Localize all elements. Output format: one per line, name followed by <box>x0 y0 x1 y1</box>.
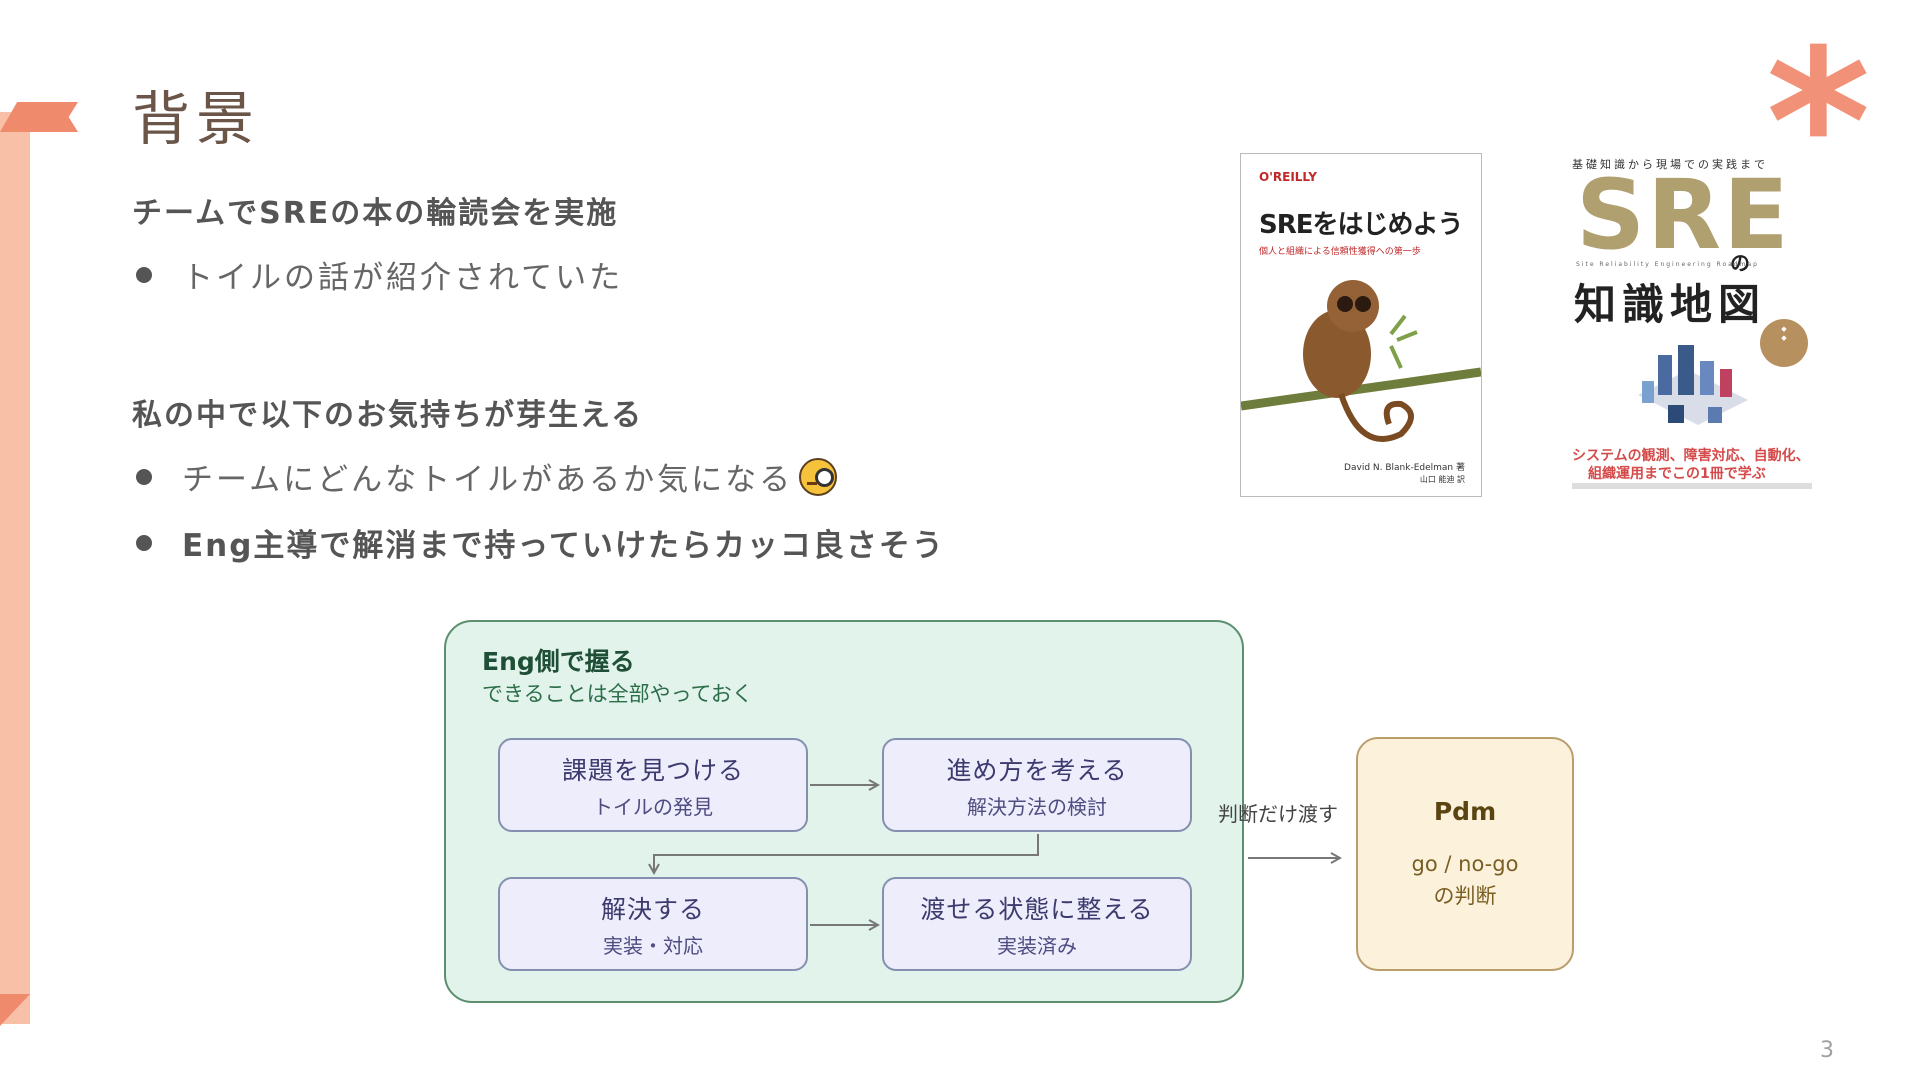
step-plan-approach: 進め方を考える 解決方法の検討 <box>882 738 1192 832</box>
bullet-text: Eng主導で解消まで持っていけたらカッコ良さそう <box>182 528 945 564</box>
isometric-city-illustration-icon <box>1638 345 1748 425</box>
book-fine-print <box>1572 483 1812 489</box>
book-cover-sre-chishiki-chizu: 基礎知識から現場での実践まで SRE の Site Reliability En… <box>1568 153 1816 495</box>
step-solve: 解決する 実装・対応 <box>498 877 808 971</box>
section2-bullet-1: チームにどんなトイルがあるか気になる <box>136 454 838 499</box>
bullet-text: トイルの話が紹介されていた <box>182 260 624 296</box>
book-catch-line-1: システムの観測、障害対応、自動化、 <box>1572 448 1810 464</box>
arrow-plan-to-solve <box>654 834 1039 873</box>
book-cover-sre-hajimeyou: O'REILLY SREをはじめよう 個人と組織による信頼性獲得への第一歩 Da… <box>1240 153 1482 497</box>
pdm-title: Pdm <box>1433 796 1497 826</box>
book-roadmap-caption: Site Reliability Engineering Roadmap <box>1576 261 1759 268</box>
step-label: 渡せる状態に整える <box>920 894 1154 924</box>
section2-bullet-2: Eng主導で解消まで持っていけたらカッコ良さそう <box>136 520 945 565</box>
book-title-particle: の <box>1730 251 1750 275</box>
step-find-issue: 課題を見つける トイルの発見 <box>498 738 808 832</box>
bullet-text: チームにどんなトイルがあるか気になる <box>182 462 794 498</box>
step-sub-label: 実装・対応 <box>603 933 703 958</box>
eng-group-subtitle: できることは全部やっておく <box>482 682 753 706</box>
pdm-decision-line-1: go / no-go <box>1411 851 1519 876</box>
step-label: 課題を見つける <box>561 755 744 785</box>
section2-heading: 私の中で以下のお気持ちが芽生える <box>132 398 644 433</box>
bullet-dot-icon <box>136 468 152 485</box>
step-sub-label: 解決方法の検討 <box>967 794 1107 819</box>
step-sub-label: 実装済み <box>997 933 1077 958</box>
step-label: 進め方を考える <box>946 755 1128 785</box>
step-label: 解決する <box>600 894 705 924</box>
tarsier-illustration-icon <box>1241 280 1481 442</box>
bullet-dot-icon <box>136 534 152 551</box>
pdm-decision-line-2: の判断 <box>1433 883 1497 908</box>
section1-heading: チームでSREの本の輪読会を実施 <box>132 196 619 231</box>
book-translator: 山口 能迪 訳 <box>1419 475 1465 484</box>
left-accent-bar <box>0 112 30 1024</box>
publisher-logo: O'REILLY <box>1259 170 1317 184</box>
book-author: David N. Blank-Edelman 著 <box>1344 463 1465 473</box>
book-subtitle: 個人と組織による信頼性獲得への第一歩 <box>1259 247 1421 257</box>
book-title-sre: SRE <box>1576 159 1791 271</box>
book-catch-line-2: 組織運用までこの1冊で学ぶ <box>1588 466 1766 482</box>
book-tagline: 基礎知識から現場での実践まで <box>1572 158 1768 171</box>
book-title: SREをはじめよう <box>1259 210 1464 240</box>
book-badge-icon: ◆◆ <box>1760 319 1808 367</box>
bullet-dot-icon <box>136 266 152 283</box>
page-number: 3 <box>1820 1038 1834 1063</box>
book-title-chizu: 知識地図 <box>1574 280 1767 329</box>
slide-title: 背景 <box>132 85 261 153</box>
section1-bullet-1: トイルの話が紹介されていた <box>136 252 623 297</box>
step-prepare-handoff: 渡せる状態に整える 実装済み <box>882 877 1192 971</box>
step-sub-label: トイルの発見 <box>593 794 713 819</box>
eng-group-title: Eng側で握る <box>482 647 635 676</box>
pdm-box: Pdm go / no-go の判断 <box>1356 737 1574 971</box>
handoff-label: 判断だけ渡す <box>1218 802 1338 826</box>
monocle-face-icon <box>799 457 838 496</box>
